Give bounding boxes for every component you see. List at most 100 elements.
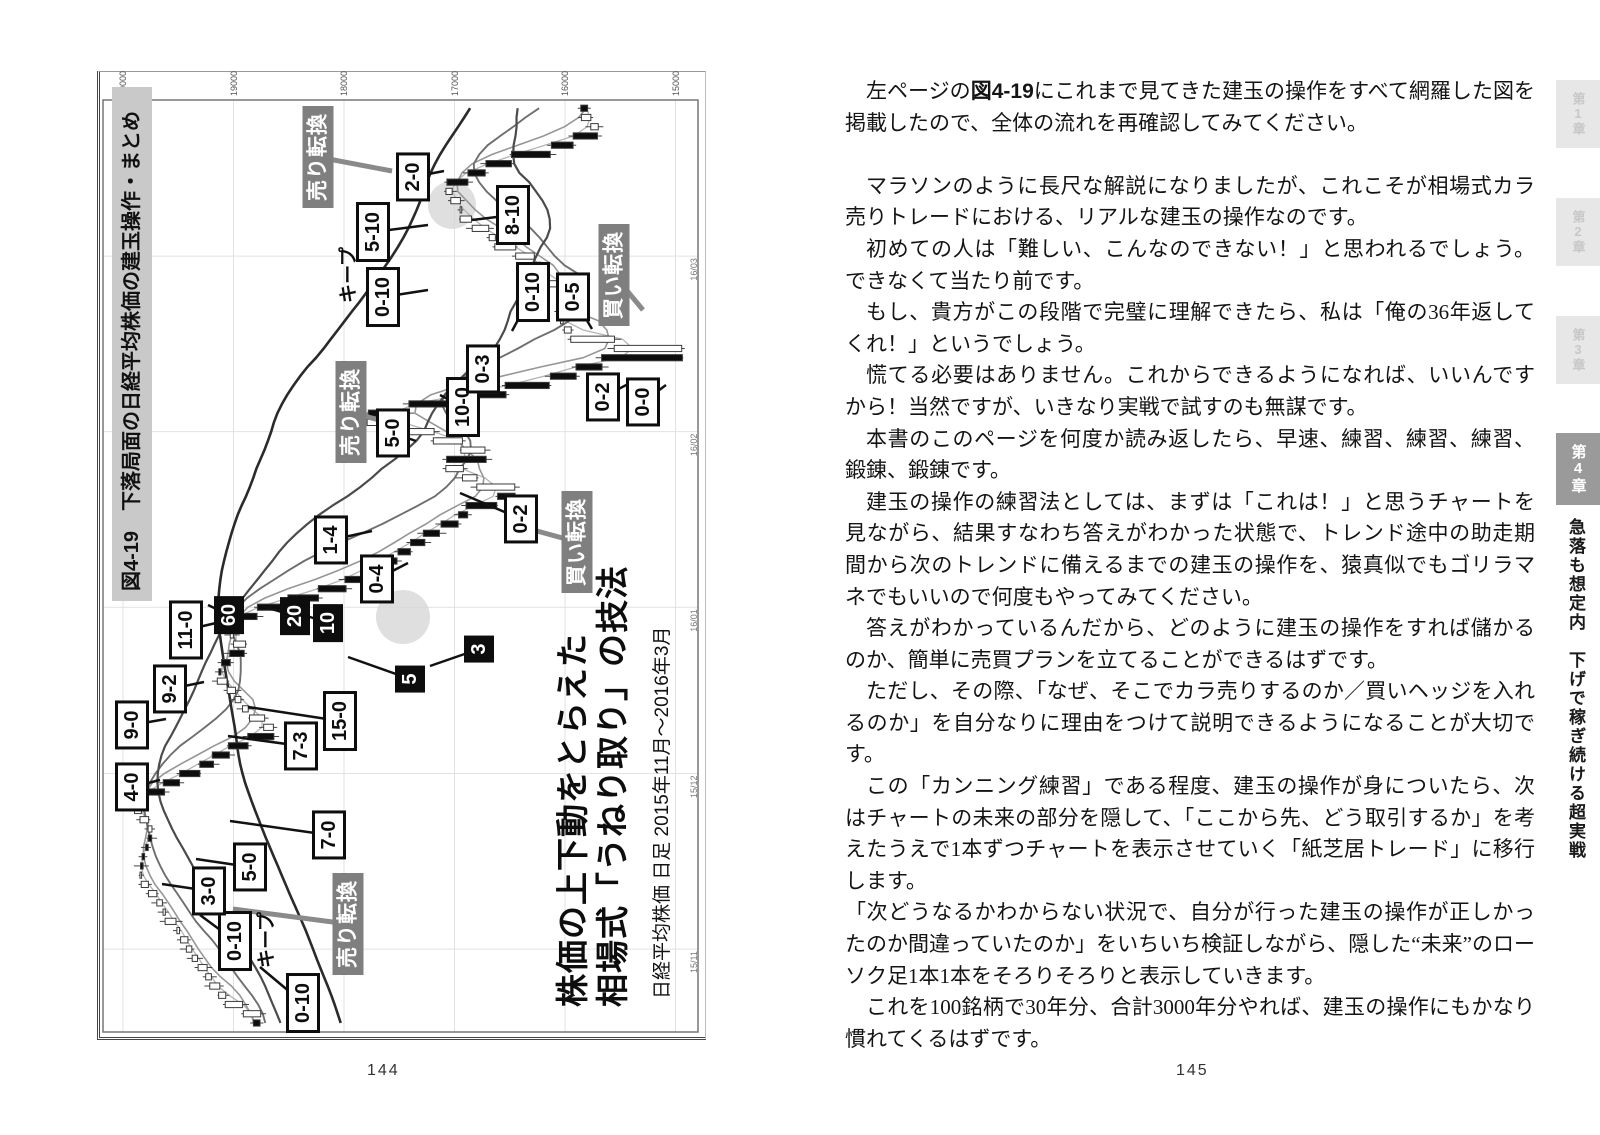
candle-body — [317, 585, 347, 593]
candle-body — [613, 344, 683, 353]
candle-body — [510, 150, 551, 159]
candle-body — [515, 252, 535, 260]
candle-body — [164, 917, 177, 925]
candle-body — [445, 187, 453, 195]
candle-body — [459, 206, 463, 214]
candle-body — [227, 742, 249, 750]
price-axis-label: 18000 — [339, 70, 349, 96]
candle-body — [462, 474, 478, 482]
chapter-tab-4-active: 第4章 — [1556, 433, 1600, 505]
paragraph: 「次どうなるかわからない状況で、自分が行った建玉の操作が正しかったのか間違ってい… — [845, 897, 1535, 992]
position-label: 1-4 — [314, 515, 348, 565]
candle-body — [139, 816, 150, 824]
chapter-heading-vertical: 急落も想定内 下げで稼ぎ続ける超実戦 — [1566, 518, 1585, 860]
figure-4-19: 図4-19 下落局面の日経平均株価の建玉操作・まとめ 株価の上下動をとらえた 相… — [97, 71, 706, 1040]
position-label: 9-0 — [115, 700, 149, 750]
candle-body — [572, 132, 598, 140]
time-axis-label: 16/01 — [689, 609, 699, 632]
text-segment: もし、貴方がこの段階で完璧に理解できたら、私は「俺の36年返してくれ！」というで… — [845, 300, 1535, 356]
keep-label: キープ — [256, 912, 278, 968]
candle-body — [460, 446, 486, 454]
position-label: 9-2 — [153, 664, 187, 714]
price-axis-label: 16000 — [560, 70, 570, 96]
position-label: 15-0 — [323, 690, 357, 752]
chapter-tab-2: 第2章 — [1556, 198, 1600, 266]
price-axis-label: 19000 — [228, 70, 239, 96]
position-label: 5-0 — [376, 408, 410, 458]
candle-body — [263, 723, 274, 731]
ma-period-label: 3 — [464, 635, 494, 663]
candle-body — [180, 936, 189, 944]
position-label: 0-0 — [626, 377, 660, 427]
candle-body — [226, 686, 236, 694]
ma-period-label: 5 — [395, 665, 425, 693]
text-segment: この「カンニング練習」である程度、建玉の操作が身についたら、次はチャートの未来の… — [845, 774, 1535, 893]
candle-body — [248, 714, 266, 722]
ma-period-label: 20 — [280, 596, 310, 636]
text-segment: 初めての人は「難しい、こんなのできない！」と思われるでしょう。できなくて当たり前… — [845, 236, 1535, 293]
price-axis-label: 15000 — [670, 70, 681, 96]
sell-signal-label: 売り転換 — [332, 873, 364, 975]
candle-body — [422, 529, 440, 537]
candle-body — [197, 963, 208, 972]
body-text-column: 左ページの図4-19にこれまで見てきた建玉の操作をすべて網羅した図を掲載したので… — [845, 76, 1535, 1055]
figure-reference-bold: 図4-19 — [970, 80, 1034, 103]
candle-body — [218, 668, 222, 676]
candle-body — [185, 945, 193, 953]
position-label: 0-10 — [366, 266, 400, 328]
time-axis-label: 15/12 — [689, 775, 699, 799]
candle-body — [550, 141, 574, 149]
position-label: 7-3 — [284, 721, 318, 771]
position-label: 0-2 — [586, 372, 620, 422]
candle-body — [147, 825, 153, 833]
position-label: 11-0 — [169, 600, 203, 660]
candle-body — [549, 372, 577, 380]
candle-body — [139, 862, 144, 870]
candle-body — [488, 234, 496, 242]
text-segment: にこれまで見てきた建玉の操作をすべて網羅した図を掲載したので、全体の流れを再確認… — [845, 79, 1535, 135]
paragraph: もし、貴方がこの段階で完璧に理解できたら、私は「俺の36年返してくれ！」というで… — [845, 297, 1535, 360]
candle-body — [233, 640, 247, 648]
candle-body — [205, 973, 212, 981]
ma-line-5 — [142, 107, 610, 1024]
plot-frame — [102, 99, 699, 1033]
candle-body — [563, 326, 572, 334]
candle-body — [147, 890, 158, 898]
position-label: 0-5 — [556, 272, 590, 322]
candle-body — [450, 197, 461, 205]
buy-signal-label: 買い転換 — [598, 224, 630, 326]
candle-body — [162, 779, 181, 787]
page-number-right: 145 — [1176, 1062, 1209, 1079]
candle-body — [485, 160, 512, 168]
candle-body — [504, 381, 550, 390]
text-segment: これを100銘柄で30年分、合計3000年分やれば、建玉の操作にもかなり慣れてく… — [845, 995, 1535, 1051]
candle-body — [570, 335, 615, 343]
paragraph: 左ページの図4-19にこれまで見てきた建玉の操作をすべて網羅した図を掲載したので… — [845, 76, 1535, 139]
text-segment: 左ページの — [866, 79, 971, 103]
paragraph: 建玉の操作の練習法としては、まずは「これは！」と思うチャートを見ながら、結果すな… — [845, 487, 1535, 613]
position-label: 0-10 — [218, 910, 252, 972]
candle-body — [575, 363, 603, 371]
candle-body — [471, 224, 490, 232]
candle-body — [216, 677, 228, 685]
candle-body — [252, 1019, 261, 1027]
candle-body — [580, 113, 592, 122]
paragraph: この「カンニング練習」である程度、建玉の操作が身についたら、次はチャートの未来の… — [845, 771, 1535, 897]
candle-body — [141, 853, 146, 861]
candle-body — [590, 123, 599, 131]
paragraph: ただし、その際、「なぜ、そこでカラ売りするのか／買いヘッジを入れるのか」を自分な… — [845, 676, 1535, 771]
candle-body — [432, 437, 463, 445]
candle-body — [221, 659, 231, 667]
candle-body — [397, 548, 411, 556]
text-segment: ただし、その際、「なぜ、そこでカラ売りするのか／買いヘッジを入れるのか」を自分な… — [845, 679, 1535, 767]
position-label: 8-10 — [496, 184, 530, 246]
position-label: 2-0 — [396, 152, 430, 202]
position-label: 3-0 — [192, 866, 226, 916]
candle-body — [176, 926, 181, 935]
chapter-tab-3: 第3章 — [1556, 316, 1600, 384]
paragraph: 答えがわかっているんだから、どのように建玉の操作をすれば儲かるのか、簡単に売買プ… — [845, 613, 1535, 676]
candle-body — [446, 178, 469, 186]
position-label: 4-0 — [115, 762, 149, 812]
candle-body — [476, 483, 516, 491]
candle-body — [242, 1010, 262, 1018]
